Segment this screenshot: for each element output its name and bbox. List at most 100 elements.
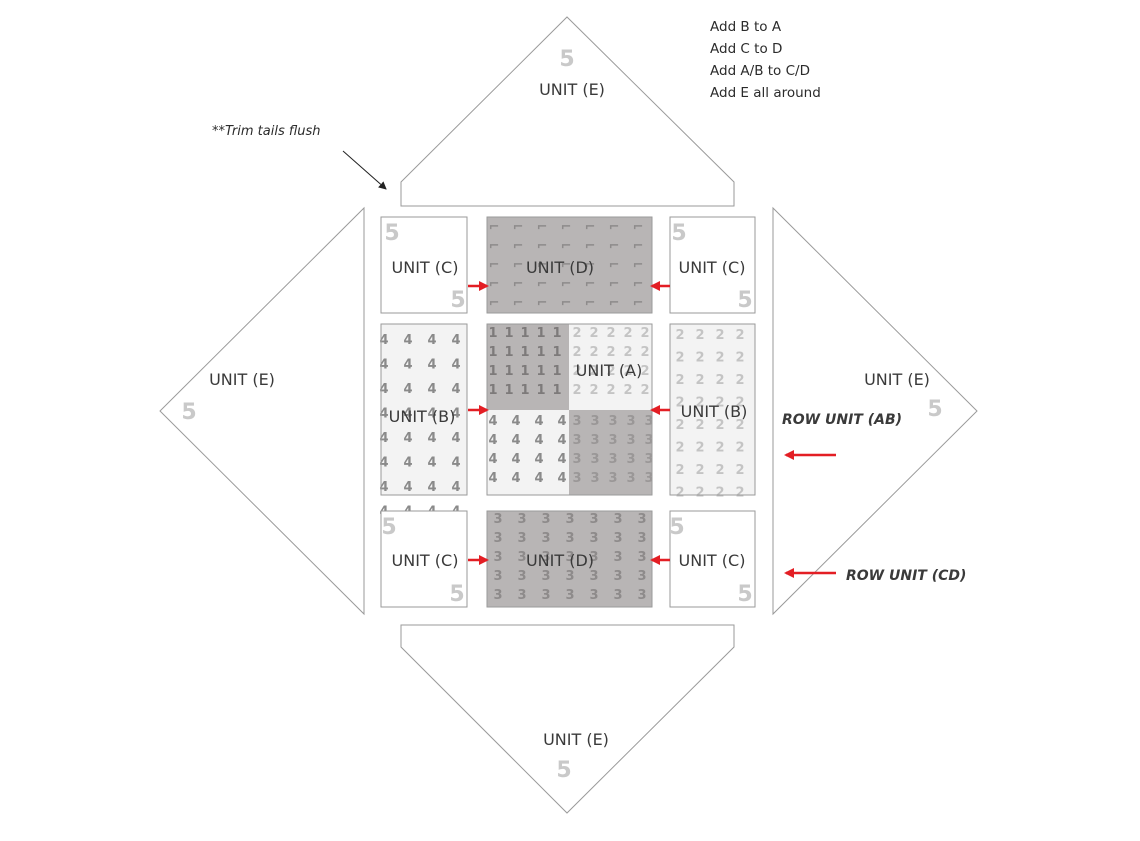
fabric-mark: 2 [606, 383, 615, 398]
fabric-mark: ⌐ [585, 277, 596, 292]
fabric-mark: 2 [675, 486, 684, 501]
fabric-mark: 4 [557, 471, 566, 486]
fabric-mark: 2 [735, 441, 744, 456]
fabric-mark: 3 [565, 550, 574, 565]
fabric-mark: 3 [644, 471, 653, 486]
fabric-mark: ⌐ [513, 277, 524, 292]
fabric-mark: 1 [536, 364, 545, 379]
fabric-mark: 3 [590, 471, 599, 486]
fabric-mark: 4 [451, 358, 460, 373]
fabric-mark: 4 [511, 414, 520, 429]
label-unit-c-top-left: UNIT (C) [392, 258, 459, 277]
fabric-mark: 2 [735, 418, 744, 433]
fabric-mark: 3 [541, 588, 550, 603]
trim-note-arrow [342, 150, 387, 190]
fabric-mark: 2 [715, 463, 724, 478]
step-2: Add C to D [710, 41, 783, 57]
fabric-mark: 3 [541, 550, 550, 565]
fabric-mark: 2 [695, 328, 704, 343]
fabric-mark: 3 [613, 569, 622, 584]
fabric-mark: ⌐ [609, 277, 620, 292]
fabric-mark: ⌐ [633, 258, 644, 273]
fabric-mark: 1 [536, 326, 545, 341]
fabric-mark: 4 [451, 480, 460, 495]
fabric-mark: 1 [520, 326, 529, 341]
fabric-mark: ⌐ [561, 220, 572, 235]
fabric-mark: 1 [536, 345, 545, 360]
fabric-mark: 4 [379, 382, 388, 397]
fabric-mark: ⌐ [633, 220, 644, 235]
fabric-mark: 3 [589, 531, 598, 546]
fabric-mark: 3 [608, 414, 617, 429]
unit-e-top-triangle [400, 16, 735, 207]
fabric-mark: 4 [488, 414, 497, 429]
fabric-mark: 1 [552, 345, 561, 360]
five-mark-c2-a: 5 [671, 221, 686, 246]
fabric-mark: 3 [589, 550, 598, 565]
fabric-mark: 4 [379, 407, 388, 422]
fabric-mark: 4 [403, 407, 412, 422]
fabric-mark: ⌐ [633, 277, 644, 292]
fabric-mark: 1 [504, 326, 513, 341]
fabric-mark: 4 [427, 333, 436, 348]
fabric-mark: 3 [517, 569, 526, 584]
fabric-mark: 3 [608, 452, 617, 467]
fabric-mark: 1 [488, 383, 497, 398]
fabric-mark: 4 [557, 433, 566, 448]
fabric-mark: 3 [590, 452, 599, 467]
fabric-mark: 4 [511, 433, 520, 448]
fabric-mark: 2 [735, 351, 744, 366]
fabric-mark: 4 [451, 407, 460, 422]
fabric-mark: 3 [517, 512, 526, 527]
fabric-mark: 4 [451, 333, 460, 348]
fabric-mark: 1 [520, 364, 529, 379]
fabric-mark: 4 [557, 414, 566, 429]
fabric-mark: 2 [695, 351, 704, 366]
fabric-mark: 1 [488, 345, 497, 360]
fabric-mark: ⌐ [609, 220, 620, 235]
five-mark-c4-a: 5 [669, 515, 684, 540]
unit-a-quadrant-2 [569, 324, 652, 410]
fabric-mark: 3 [590, 414, 599, 429]
fabric-mark: 3 [493, 550, 502, 565]
fabric-mark: 4 [511, 471, 520, 486]
fabric-mark: 1 [520, 383, 529, 398]
fabric-mark: 1 [488, 364, 497, 379]
fabric-mark: ⌐ [537, 239, 548, 254]
fabric-mark: 3 [517, 588, 526, 603]
unit-d-top-pattern: ⌐⌐⌐⌐⌐⌐⌐⌐⌐⌐⌐⌐⌐⌐⌐⌐⌐⌐⌐⌐⌐⌐⌐⌐⌐⌐⌐⌐⌐⌐⌐⌐⌐⌐⌐ [487, 217, 652, 313]
fabric-mark: 3 [565, 569, 574, 584]
fabric-mark: ⌐ [537, 258, 548, 273]
fabric-mark: ⌐ [585, 258, 596, 273]
label-unit-e-top: UNIT (E) [539, 80, 605, 99]
fabric-mark: ⌐ [489, 277, 500, 292]
fabric-mark: ⌐ [633, 239, 644, 254]
fabric-mark: ⌐ [537, 277, 548, 292]
fabric-mark: 2 [675, 441, 684, 456]
five-mark-e-bottom: 5 [556, 758, 571, 783]
fabric-mark: 2 [715, 328, 724, 343]
fabric-mark: 3 [565, 531, 574, 546]
fabric-mark: 3 [493, 588, 502, 603]
fabric-mark: 2 [606, 345, 615, 360]
fabric-mark: 3 [644, 414, 653, 429]
fabric-mark: ⌐ [513, 296, 524, 311]
fabric-mark: 3 [637, 569, 646, 584]
unit-d-top-fill [487, 217, 652, 313]
unit-c-bottom-right [669, 510, 756, 608]
fabric-mark: 4 [379, 431, 388, 446]
unit-b-left-fill [381, 324, 467, 495]
fabric-mark: 4 [427, 480, 436, 495]
label-unit-e-left: UNIT (E) [209, 370, 275, 389]
fabric-mark: 1 [504, 364, 513, 379]
five-mark-c3-a: 5 [381, 515, 396, 540]
fabric-mark: 2 [675, 351, 684, 366]
fabric-mark: 2 [572, 345, 581, 360]
fabric-mark: 2 [695, 463, 704, 478]
fabric-mark: 2 [715, 486, 724, 501]
fabric-mark: 4 [379, 480, 388, 495]
fabric-mark: 1 [552, 326, 561, 341]
fabric-mark: 3 [637, 588, 646, 603]
